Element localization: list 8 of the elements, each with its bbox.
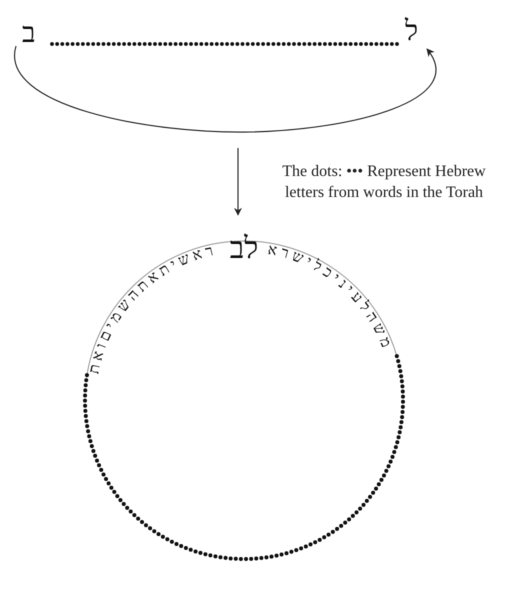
- note-text: The dots: ••• Represent Hebrew letters from words in the Torah: [281, 162, 487, 203]
- curved-arrow: [14, 46, 436, 133]
- arrow: [234, 148, 242, 216]
- hebrew-arc-text: ראשיתאתהשמיםואת: [86, 243, 215, 376]
- hebrew-letter: ל: [405, 18, 418, 46]
- hebrew-letters: לב: [230, 232, 258, 265]
- hebrew-arc-text: משהלעיניכלישרא: [266, 242, 394, 350]
- hebrew-letter: ב: [22, 20, 36, 48]
